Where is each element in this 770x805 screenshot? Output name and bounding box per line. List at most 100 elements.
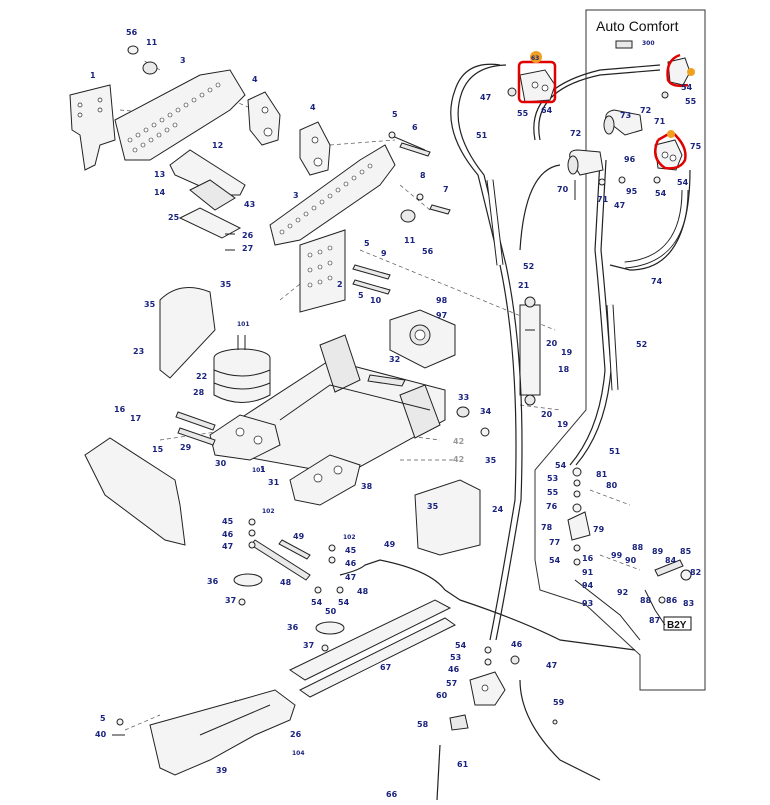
part-22-air-spring [213, 335, 271, 403]
callout-91: 91 [582, 568, 594, 577]
callout-5: 5 [364, 239, 370, 248]
callout-54: 54 [338, 598, 350, 607]
callout-49: 49 [384, 540, 396, 549]
callout-12: 12 [212, 141, 223, 150]
callout-54: 54 [655, 189, 667, 198]
callout-33: 33 [458, 393, 469, 402]
part-3-arm-lower [269, 144, 396, 246]
callout-57: 57 [446, 679, 457, 688]
part-4-bracket-upper [247, 91, 281, 146]
callout-40: 40 [95, 730, 107, 739]
part-2-plate [299, 229, 346, 313]
callout-61: 61 [457, 760, 469, 769]
callout-59: 59 [553, 698, 565, 707]
callout-78: 78 [541, 523, 553, 532]
callout-93: 93 [582, 599, 593, 608]
inset-fitting-54 [653, 176, 661, 184]
part-11-bushing [142, 61, 158, 75]
callout-35: 35 [220, 280, 232, 289]
sensor-300-icon [615, 40, 633, 49]
callout-47: 47 [546, 661, 557, 670]
callout-53: 53 [547, 474, 558, 483]
callout-81: 81 [596, 470, 608, 479]
callout-80: 80 [606, 481, 618, 490]
bearing-block [389, 309, 456, 369]
part-39-cover [149, 689, 296, 776]
callout-36: 36 [287, 623, 299, 632]
callout-74: 74 [651, 277, 663, 286]
callout-72: 72 [640, 106, 651, 115]
callout-25: 25 [168, 213, 180, 222]
part-33-bushing [456, 406, 470, 418]
callout-58: 58 [417, 720, 429, 729]
callout-37: 37 [225, 596, 236, 605]
callout-60: 60 [436, 691, 448, 700]
callout-51: 51 [609, 447, 621, 456]
callout-26: 26 [242, 231, 254, 240]
callout-19: 19 [561, 348, 573, 357]
callout-54: 54 [549, 556, 561, 565]
valve-57-assembly [449, 646, 558, 731]
highlight-dot-mid [667, 130, 675, 138]
callout-84: 84 [665, 556, 677, 565]
callout-47: 47 [614, 201, 625, 210]
callout-35: 35 [427, 502, 439, 511]
callout-3: 3 [293, 191, 299, 200]
callout-32: 32 [389, 355, 400, 364]
callout-35: 35 [144, 300, 156, 309]
callout-15: 15 [152, 445, 164, 454]
callout-3: 3 [180, 56, 186, 65]
callout-21: 21 [518, 281, 530, 290]
inset-fitting-95 [618, 176, 626, 184]
callout-36: 36 [207, 577, 219, 586]
callout-20: 20 [541, 410, 553, 419]
part-15-shield [84, 437, 186, 546]
callout-92: 92 [617, 588, 628, 597]
callout-97: 97 [436, 311, 447, 320]
callout-72: 72 [570, 129, 581, 138]
callout-1: 1 [90, 71, 96, 80]
part-3-arm-upper [114, 69, 246, 161]
callout-70: 70 [557, 185, 569, 194]
callout-17: 17 [130, 414, 141, 423]
callout-9: 9 [381, 249, 387, 258]
callout-83: 83 [683, 599, 694, 608]
callout-64: 64 [541, 106, 553, 115]
callout-4: 4 [252, 75, 258, 84]
callout-56: 56 [126, 28, 138, 37]
callout-54: 54 [455, 641, 467, 650]
callout-67: 67 [380, 663, 391, 672]
highlight-curve-top [666, 53, 689, 88]
callout-96: 96 [624, 155, 636, 164]
callout-23: 23 [133, 347, 144, 356]
callout-39: 39 [216, 766, 228, 775]
callout-86: 86 [666, 596, 678, 605]
callout-20: 20 [546, 339, 558, 348]
callout-73: 73 [620, 111, 631, 120]
callout-49: 49 [293, 532, 305, 541]
callout-6: 6 [412, 123, 418, 132]
callout-22: 22 [196, 372, 207, 381]
callout-small-300: 300 [642, 40, 655, 47]
callout-88: 88 [632, 543, 644, 552]
callout-grey-42: 42 [453, 437, 464, 446]
part-5-washer [116, 718, 124, 726]
callout-52: 52 [636, 340, 647, 349]
callout-5: 5 [392, 110, 398, 119]
part-1-bracket [69, 84, 116, 171]
callout-5: 5 [100, 714, 106, 723]
callout-46: 46 [511, 640, 523, 649]
part-4-bracket-lower [299, 121, 331, 176]
corner-code: B2Y [667, 620, 687, 631]
callout-45: 45 [222, 517, 234, 526]
callout-95: 95 [626, 187, 638, 196]
callout-51: 51 [476, 131, 488, 140]
part-18-shock-absorber [519, 296, 541, 406]
callout-89: 89 [652, 547, 664, 556]
inset-fitting-71 [598, 178, 606, 186]
callout-7: 7 [443, 185, 449, 194]
callout-77: 77 [549, 538, 560, 547]
part-36-disc-left [233, 573, 263, 587]
callout-small-104: 104 [292, 750, 305, 757]
